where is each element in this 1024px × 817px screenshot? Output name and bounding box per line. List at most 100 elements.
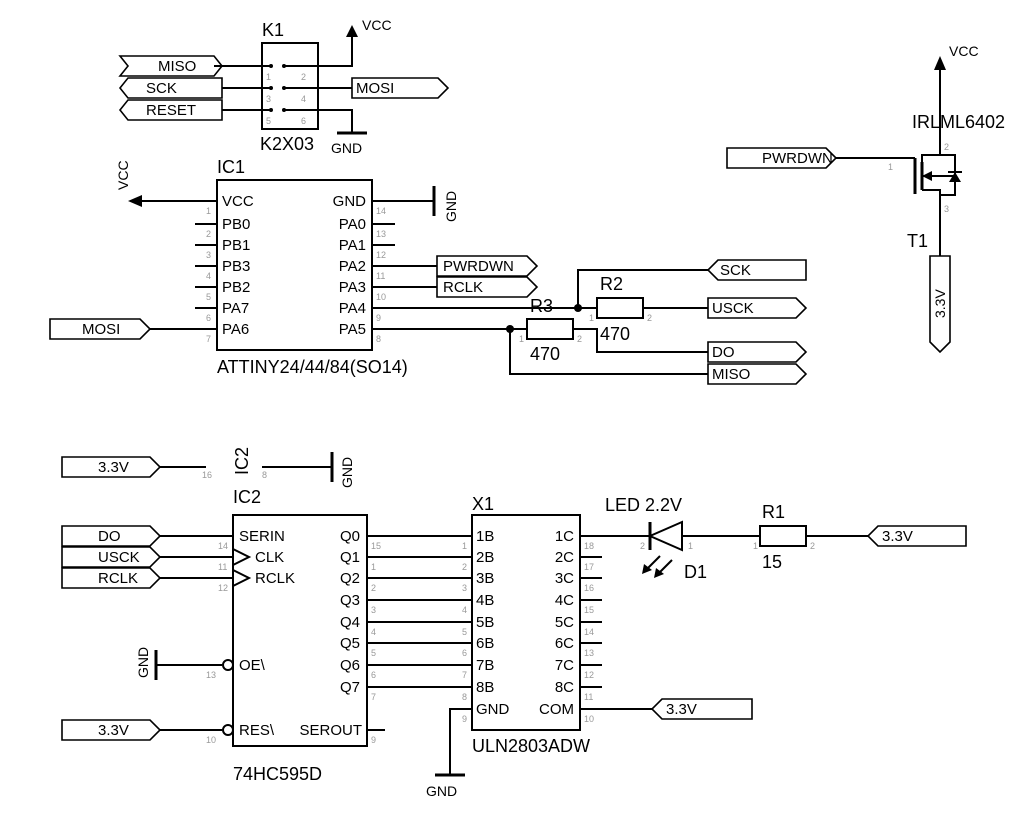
svg-text:2: 2 [301,72,306,82]
svg-text:4: 4 [462,605,467,615]
d1-value: LED 2.2V [605,495,682,515]
k1-miso-label: MISO [158,58,196,75]
svg-text:RCLK: RCLK [98,570,138,587]
x1-ref: X1 [472,494,494,514]
svg-text:15: 15 [371,541,381,551]
t1-pwrdwn-label: PWRDWN [762,150,833,167]
r2-body [596,297,644,319]
k1-sck-label: SCK [146,80,177,97]
svg-text:PA3: PA3 [339,279,366,296]
r2-value: 470 [600,324,630,344]
svg-text:DO: DO [98,528,121,545]
x1-gnd-label: GND [426,783,457,799]
svg-text:SEROUT: SEROUT [299,722,362,739]
svg-text:3.3V: 3.3V [98,722,129,739]
svg-text:Q3: Q3 [340,592,360,609]
svg-text:10: 10 [376,292,386,302]
svg-text:PB3: PB3 [222,258,250,275]
ic1-vcc-label: VCC [115,160,131,190]
t1-pwrdwn-flag [726,147,838,169]
r2-ref: R2 [600,274,623,294]
r1-body [759,525,807,547]
k1-connector: K1 K2X03 1 2 3 4 5 6 VCC GND MISO SCK RE… [118,17,450,156]
svg-text:16: 16 [584,583,594,593]
svg-text:3: 3 [462,583,467,593]
svg-text:11: 11 [584,692,593,702]
svg-text:8B: 8B [476,679,494,696]
svg-text:CLK: CLK [255,549,284,566]
svg-text:PA4: PA4 [339,300,366,317]
svg-text:7C: 7C [555,657,574,674]
svg-text:6: 6 [206,313,211,323]
t1-vcc-label: VCC [949,43,979,59]
ic1-pwrdwn-label: PWRDWN [443,258,514,275]
r3-value: 470 [530,344,560,364]
net-labels-right: SCK USCK DO MISO [706,259,808,385]
r3-body [526,318,574,340]
t1-3v3-label: 3.3V [932,289,948,318]
svg-text:7: 7 [371,692,376,702]
svg-text:14: 14 [218,541,228,551]
miso-net-flag [118,55,224,77]
svg-text:3.3V: 3.3V [666,701,697,718]
mosi-net-flag [351,77,450,99]
svg-text:PA5: PA5 [339,321,366,338]
r3-resistor: R3 470 1 2 [519,296,708,364]
d1-led: LED 2.2V D1 2 1 [605,495,752,582]
svg-text:VCC: VCC [222,193,254,210]
ic2-shift-register: IC2 74HC595D DO USCK RCLK GND 3.3V SERIN… [61,487,472,784]
ic2-ref: IC2 [233,487,261,507]
t1-value: IRLML6402 [912,112,1005,132]
svg-text:4: 4 [206,271,211,281]
svg-text:1: 1 [266,72,271,82]
svg-text:9: 9 [376,313,381,323]
svg-text:USCK: USCK [712,300,754,317]
svg-text:12: 12 [376,250,386,260]
svg-text:PA6: PA6 [222,321,249,338]
svg-text:PB2: PB2 [222,279,250,296]
svg-text:1C: 1C [555,528,574,545]
k1-gnd-label: GND [331,140,362,156]
svg-text:PB0: PB0 [222,216,250,233]
svg-text:6: 6 [462,648,467,658]
svg-text:1: 1 [589,313,594,323]
svg-text:5: 5 [371,648,376,658]
svg-text:2: 2 [371,583,376,593]
svg-text:1: 1 [519,334,524,344]
ic2-res-flag [61,719,162,741]
svg-text:3.3V: 3.3V [882,528,913,545]
svg-text:1: 1 [206,206,211,216]
svg-text:Q1: Q1 [340,549,360,566]
k1-ref: K1 [262,20,284,40]
svg-text:1: 1 [462,541,467,551]
ic1-value: ATTINY24/44/84(SO14) [217,357,408,377]
svg-text:2: 2 [810,541,815,551]
r3-ref: R3 [530,296,553,316]
svg-text:Q2: Q2 [340,570,360,587]
ic2-body [232,514,368,747]
svg-text:5: 5 [206,292,211,302]
sck-flag-right [706,259,807,281]
ic1-gnd-label: GND [443,191,459,222]
svg-text:6C: 6C [555,635,574,652]
svg-text:2: 2 [944,142,949,152]
svg-text:RES\: RES\ [239,722,275,739]
t1-mosfet: IRLML6402 T1 VCC 1 2 3 PWRDWN 3.3V [726,43,1005,354]
r1-resistor: R1 15 1 2 3.3V [752,502,967,572]
svg-text:PA2: PA2 [339,258,366,275]
svg-text:7: 7 [462,670,467,680]
x1-com-flag [650,698,753,720]
svg-text:11: 11 [376,271,385,281]
svg-text:13: 13 [376,229,386,239]
svg-text:14: 14 [376,206,386,216]
svg-text:8: 8 [262,470,267,480]
svg-text:1: 1 [371,562,376,572]
k1-reset-label: RESET [146,102,196,119]
svg-text:SCK: SCK [720,262,751,279]
svg-text:4: 4 [301,94,306,104]
svg-text:5: 5 [266,116,271,126]
svg-text:PA1: PA1 [339,237,366,254]
svg-text:1: 1 [888,162,893,172]
pwrdwn-net-flag [436,255,539,277]
rclk-net-flag [436,276,539,298]
